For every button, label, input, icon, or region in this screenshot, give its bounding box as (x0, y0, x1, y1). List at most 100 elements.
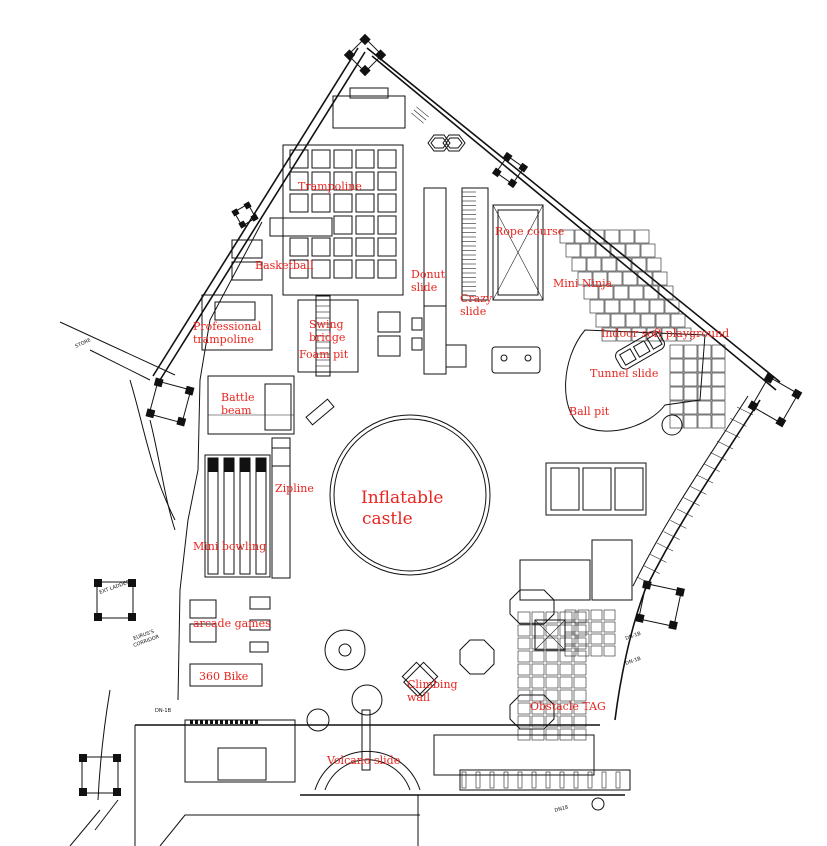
tag-tile (603, 633, 616, 645)
play-tile (683, 372, 698, 387)
play-tile (595, 313, 611, 328)
label-zipline: Zipline (275, 482, 314, 495)
play-tile (711, 386, 726, 401)
play-tile (697, 358, 712, 373)
tag-tile (517, 715, 531, 728)
tag-tile (577, 645, 590, 657)
truss-member (690, 486, 707, 495)
play-tile (628, 285, 644, 300)
label-mini-ninja: Mini Ninja (553, 277, 613, 290)
label-crazy-slide-2: slide (460, 305, 486, 318)
trampoline-cell (311, 259, 331, 279)
rail-post (559, 771, 565, 789)
bowling-pinbox (240, 458, 250, 472)
play-tile (670, 313, 686, 328)
play-tile (683, 400, 698, 415)
rope-course (492, 204, 544, 301)
truss-member (663, 531, 680, 540)
play-tile (697, 386, 712, 401)
trampoline-cell (311, 237, 331, 257)
play-tile (601, 257, 617, 272)
volcano-slide (306, 708, 421, 791)
trampoline-cell (289, 149, 309, 169)
tag-tile (545, 715, 559, 728)
rail-post (587, 771, 593, 789)
rail-post (503, 771, 509, 789)
trampoline-grid (231, 144, 404, 296)
label-tunnel-slide: Tunnel slide (590, 367, 658, 380)
truss-member (723, 429, 740, 438)
obstacle-tag (459, 539, 633, 741)
tag-tile (573, 689, 587, 702)
rail-post (573, 771, 579, 789)
tag-tile (603, 609, 616, 621)
annotations: STORE EXT LADDER EURUS'S CORRIDOR DN-1B … (74, 337, 642, 814)
play-tile (598, 285, 614, 300)
play-tile (619, 299, 635, 314)
trampoline-cell (289, 171, 309, 191)
tag-tile (573, 663, 587, 676)
label-basketball: Basketball (255, 259, 314, 272)
trampoline-cell (377, 215, 397, 235)
play-tile (565, 243, 581, 258)
rail-post (545, 771, 551, 789)
truss-member (683, 497, 700, 506)
play-tile (634, 229, 650, 244)
slides-area (423, 187, 489, 375)
play-tile (711, 344, 726, 359)
label-professional-trampoline-2: trampoline (193, 333, 254, 346)
play-tile (613, 285, 629, 300)
bowling-pinbox (208, 458, 218, 472)
play-tile (625, 313, 641, 328)
trampoline-cell (355, 193, 375, 213)
play-tile (711, 414, 726, 429)
rail-post (255, 720, 258, 724)
tag-tile (573, 650, 587, 663)
bowling-lane (239, 457, 251, 575)
play-tile (669, 400, 684, 415)
trampoline-cell (311, 193, 331, 213)
tag-tile (559, 663, 573, 676)
label-donut-slide-2: slide (411, 281, 437, 294)
play-tile (697, 414, 712, 429)
arcade-area (189, 596, 366, 687)
climbing-wall (351, 661, 439, 716)
label-obstacle-tag: Obstacle TAG (530, 700, 606, 713)
rail-post (205, 720, 208, 724)
play-tile (652, 271, 668, 286)
play-tile (583, 285, 599, 300)
top-area (332, 87, 466, 152)
truss-member (643, 565, 660, 574)
tag-tile (564, 609, 577, 621)
building-outline (59, 47, 781, 846)
play-tile (640, 313, 656, 328)
bowling-pinbox (224, 458, 234, 472)
dn18-note: DN18 (554, 805, 569, 814)
tag-tile (559, 715, 573, 728)
tag-tile (517, 611, 531, 624)
play-tile (559, 229, 575, 244)
truss-member (730, 418, 747, 427)
label-volcano-slide: Volcano slide (326, 754, 400, 767)
label-crazy-slide-1: Crazy (460, 292, 493, 305)
truss-member (670, 520, 687, 529)
label-inflatable-castle-2: castle (362, 509, 413, 529)
trampoline-cell (355, 149, 375, 169)
play-tile (637, 271, 653, 286)
column-piers (79, 33, 803, 796)
tag-tile (559, 637, 573, 650)
tag-tile (517, 624, 531, 637)
play-tile (640, 243, 656, 258)
tag-tile (531, 689, 545, 702)
play-tile (634, 299, 650, 314)
play-tile (607, 271, 623, 286)
play-tile (601, 327, 617, 342)
play-tile (669, 372, 684, 387)
play-tile (592, 271, 608, 286)
play-tile (589, 229, 605, 244)
tag-tile (531, 611, 545, 624)
rail-post (225, 720, 228, 724)
label-battle-beam-2: beam (221, 404, 252, 417)
play-tile (610, 313, 626, 328)
rail-post (220, 720, 223, 724)
